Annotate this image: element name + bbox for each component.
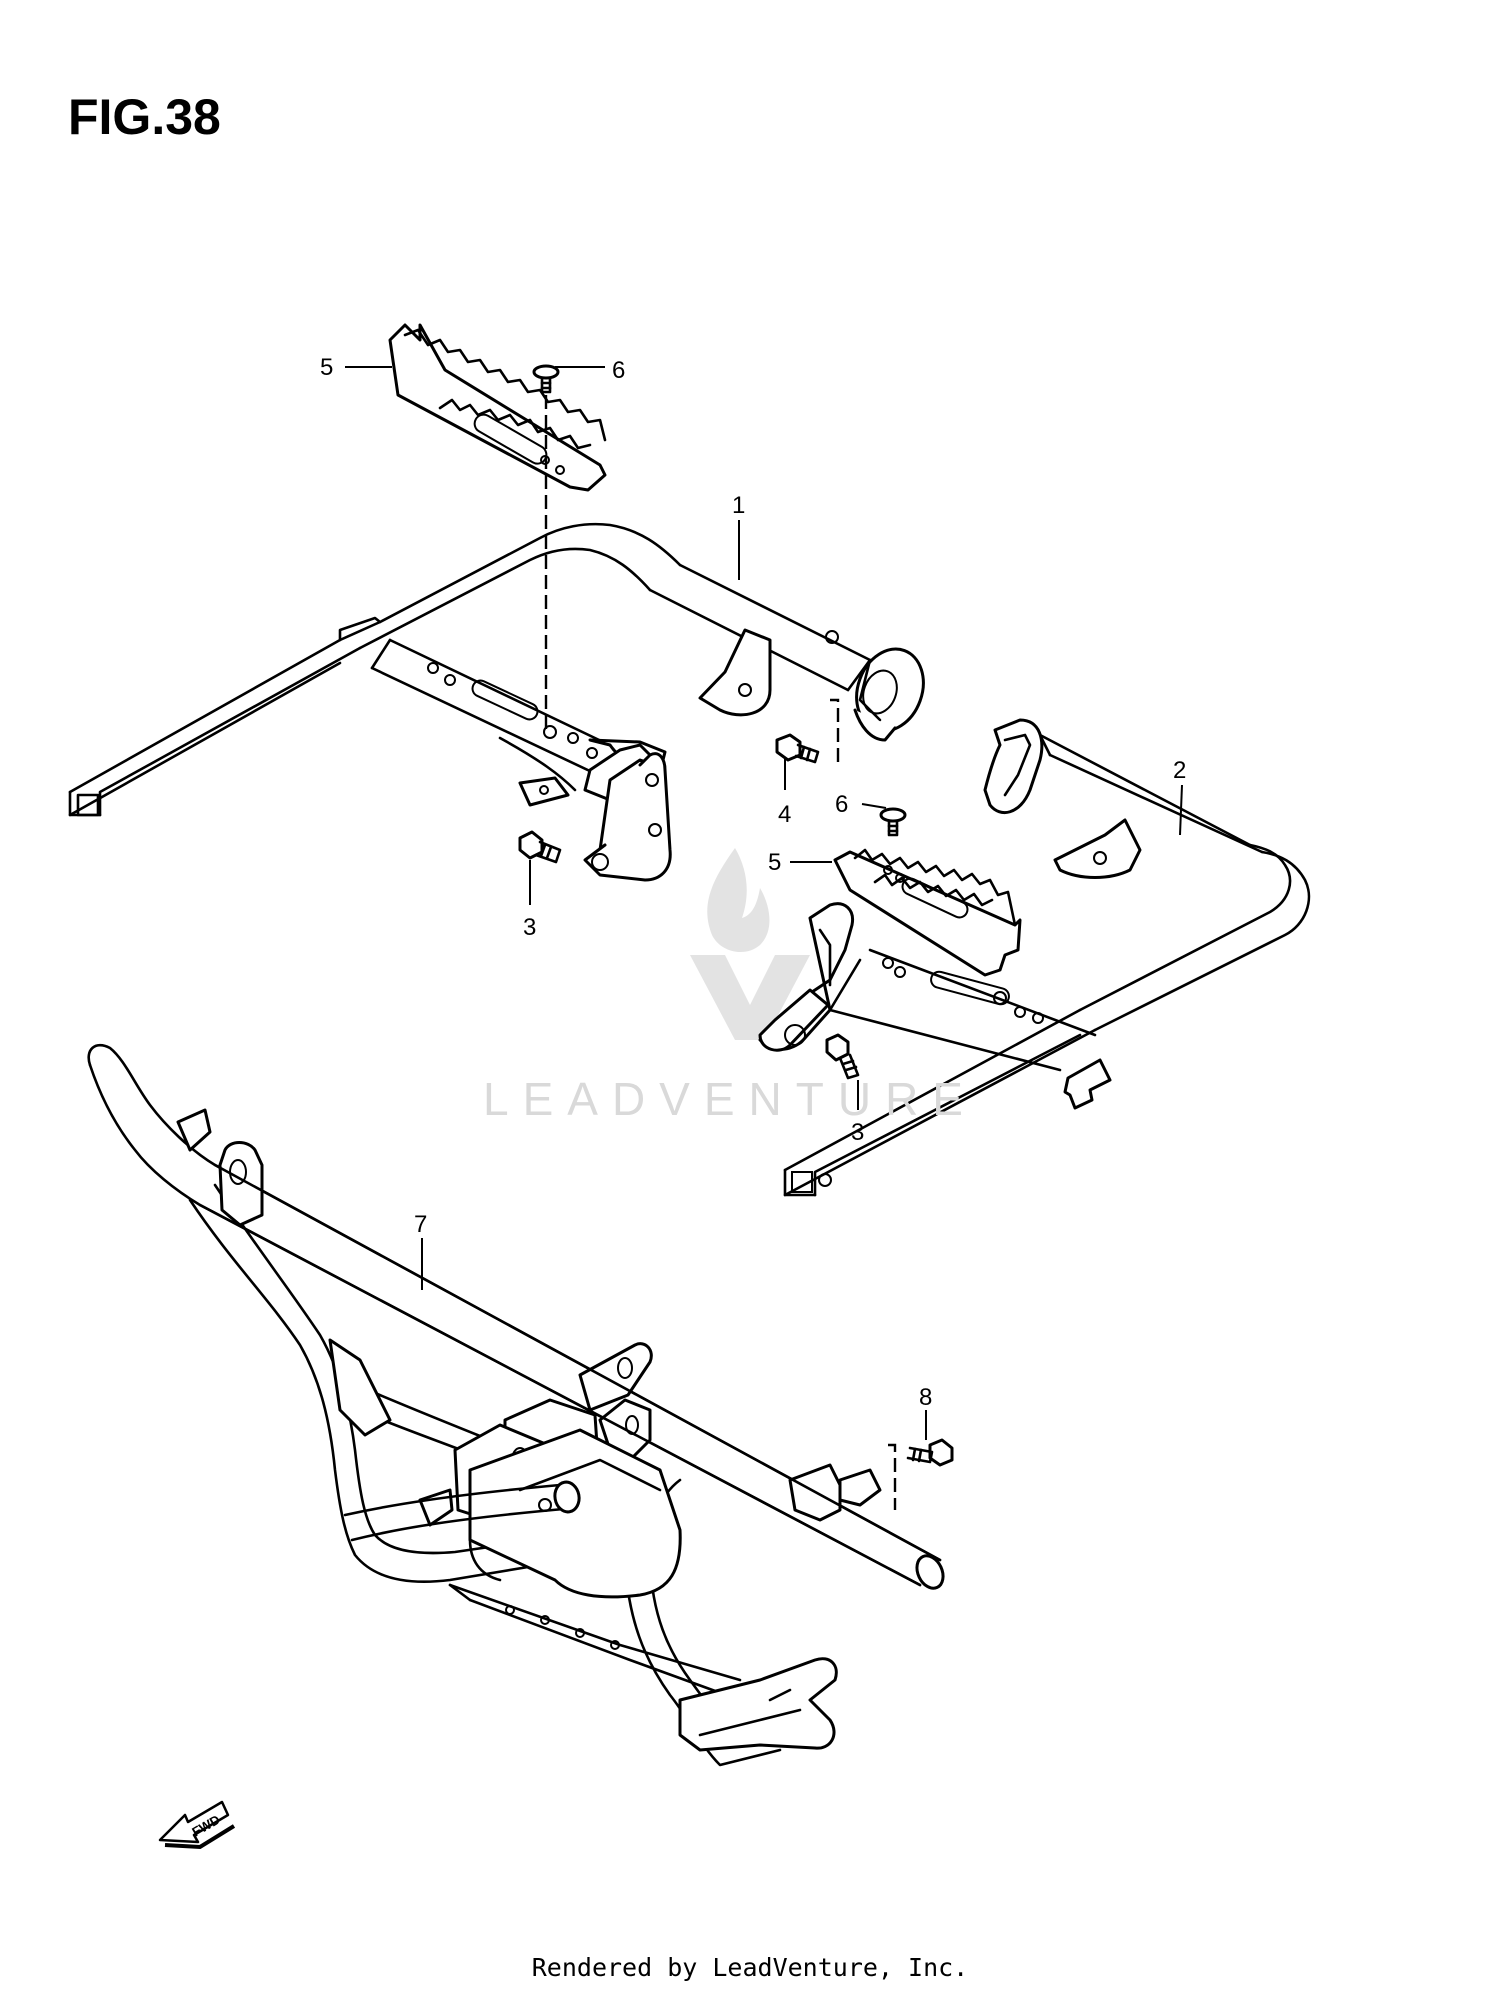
callout-label-5-left: 5 [320, 354, 333, 381]
callout-label-8: 8 [919, 1384, 932, 1411]
callout-label-2: 2 [1173, 757, 1186, 784]
bolt-right [825, 1033, 860, 1080]
footrest-plate-right [833, 848, 1022, 977]
screw-left [532, 364, 560, 394]
callout-label-1: 1 [732, 492, 745, 519]
callout-label-6-left: 6 [612, 357, 625, 384]
assembly-line-bolt-4 [830, 698, 840, 762]
callout-label-3-left: 3 [523, 914, 536, 941]
front-bumper-guard [87, 1043, 945, 1767]
bolt-8 [906, 1438, 954, 1467]
footrest-plate-left [388, 323, 607, 492]
fwd-arrow-icon: FWD [158, 1800, 236, 1850]
callout-label-6-right: 6 [835, 791, 848, 818]
callout-labels: 5 6 1 2 3 4 6 5 3 7 8 [320, 354, 1186, 1411]
footrest-bar-left [68, 522, 925, 882]
leadventure-logo-icon [690, 848, 810, 1040]
footer-credit: Rendered by LeadVenture, Inc. [531, 1953, 969, 1982]
screw-right [879, 807, 907, 837]
bolt-4 [775, 733, 820, 764]
callout-label-7: 7 [414, 1211, 427, 1238]
callout-label-5-right: 5 [768, 849, 781, 876]
callout-label-3-right: 3 [851, 1119, 864, 1146]
assembly-line-bolt-8 [888, 1443, 897, 1510]
bolt-left [518, 830, 562, 864]
figure-title: FIG.38 [68, 89, 221, 145]
callout-leaders [345, 366, 1183, 1440]
watermark-text: LEADVENTURE [483, 1073, 977, 1125]
callout-label-4: 4 [778, 801, 791, 828]
footrest-bar-right [758, 718, 1311, 1197]
